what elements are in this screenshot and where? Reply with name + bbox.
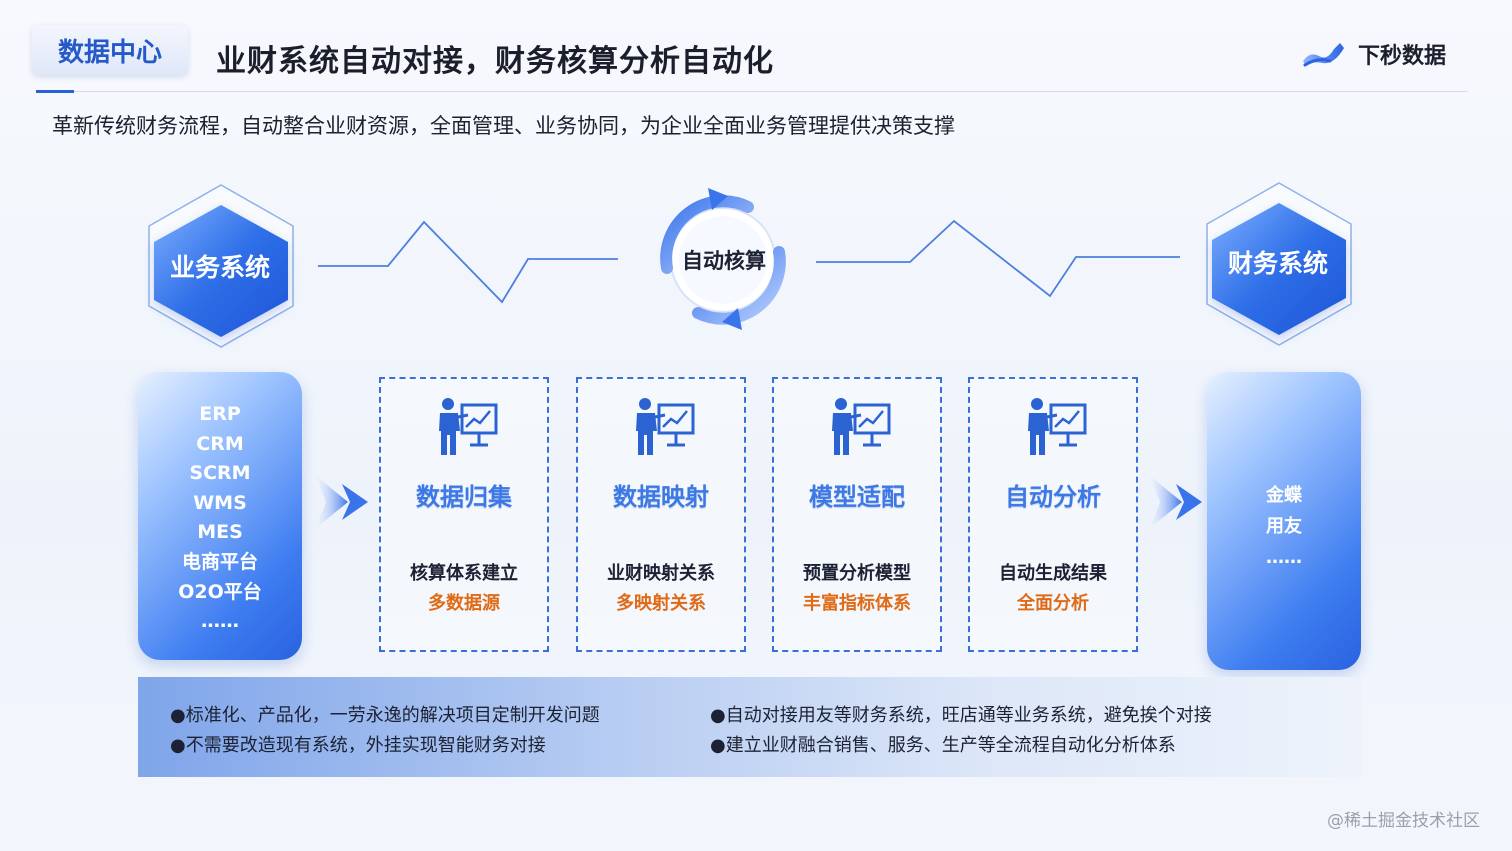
left-hex-label: 业务系统 — [170, 253, 270, 282]
page-title: 业财系统自动对接，财务核算分析自动化 — [216, 44, 774, 79]
logo-icon — [1303, 43, 1344, 67]
step-card: 数据映射 业财映射关系 多映射关系 — [576, 377, 746, 652]
flow-diagram: 业务系统 财务系统 自动核算 — [148, 182, 1352, 348]
page-subtitle: 革新传统财务流程，自动整合业财资源，全面管理、业务协同，为企业全面业务管理提供决… — [52, 114, 955, 138]
step-card: 自动分析 自动生成结果 全面分析 — [968, 377, 1138, 652]
section-tag: 数据中心 — [32, 25, 188, 75]
step-highlight: 全面分析 — [1017, 593, 1089, 614]
step-card: 模型适配 预置分析模型 丰富指标体系 — [772, 377, 942, 652]
right-hex-label: 财务系统 — [1228, 249, 1328, 278]
step-highlight: 多映射关系 — [616, 593, 706, 614]
system-item: ERP — [199, 403, 241, 425]
presentation-chart-icon — [636, 398, 695, 455]
watermark: @稀土掘金技术社区 — [1327, 811, 1480, 831]
right-hex — [1212, 203, 1346, 335]
zigzag-right — [816, 219, 1180, 298]
step-title: 模型适配 — [809, 483, 905, 511]
system-item: 金蝶 — [1266, 485, 1302, 506]
header-divider-accent — [36, 90, 74, 93]
business-systems-list: ERP CRM SCRM WMS MES 电商平台 O2O平台 …… — [138, 372, 302, 660]
step-detail: 预置分析模型 — [803, 563, 911, 584]
system-item: O2O平台 — [178, 580, 262, 603]
step-highlight: 多数据源 — [428, 593, 500, 614]
cycle-arrows-icon — [660, 188, 786, 330]
step-card: 数据归集 核算体系建立 多数据源 — [379, 377, 549, 652]
presentation-chart-icon — [1028, 398, 1087, 455]
step-detail: 自动生成结果 — [999, 563, 1107, 584]
presentation-chart-icon — [439, 398, 498, 455]
system-item: …… — [1266, 547, 1302, 568]
left-hex — [154, 205, 288, 337]
finance-systems-list: 金蝶 用友 …… — [1207, 372, 1361, 670]
benefits-panel — [138, 677, 1362, 777]
step-highlight: 丰富指标体系 — [803, 593, 911, 614]
system-item: 电商平台 — [181, 550, 258, 573]
benefit-item: ●建立业财融合销售、服务、生产等全流程自动化分析体系 — [710, 735, 1176, 756]
system-item: WMS — [193, 491, 247, 514]
brand-logo: 下秒数据 — [1300, 38, 1446, 70]
step-title: 数据归集 — [416, 483, 512, 511]
presentation-chart-icon — [832, 398, 891, 455]
benefit-item: ●不需要改造现有系统，外挂实现智能财务对接 — [170, 735, 546, 756]
system-item: SCRM — [189, 462, 251, 485]
header-divider — [36, 91, 1468, 92]
step-title: 自动分析 — [1005, 483, 1101, 511]
arrow-right-icon — [1150, 476, 1202, 528]
benefit-item: ●自动对接用友等财务系统，旺店通等业务系统，避免挨个对接 — [710, 705, 1212, 726]
step-detail: 业财映射关系 — [607, 563, 715, 584]
step-title: 数据映射 — [613, 483, 709, 511]
brand-name: 下秒数据 — [1358, 44, 1447, 69]
benefit-item: ●标准化、产品化，一劳永逸的解决项目定制开发问题 — [170, 705, 600, 726]
system-item: …… — [201, 610, 239, 633]
zigzag-left — [318, 220, 618, 304]
system-item: CRM — [196, 432, 244, 455]
step-detail: 核算体系建立 — [410, 563, 518, 584]
system-item: MES — [197, 521, 243, 544]
center-label: 自动核算 — [682, 249, 766, 273]
arrow-right-icon — [316, 476, 368, 528]
system-item: 用友 — [1266, 516, 1302, 537]
